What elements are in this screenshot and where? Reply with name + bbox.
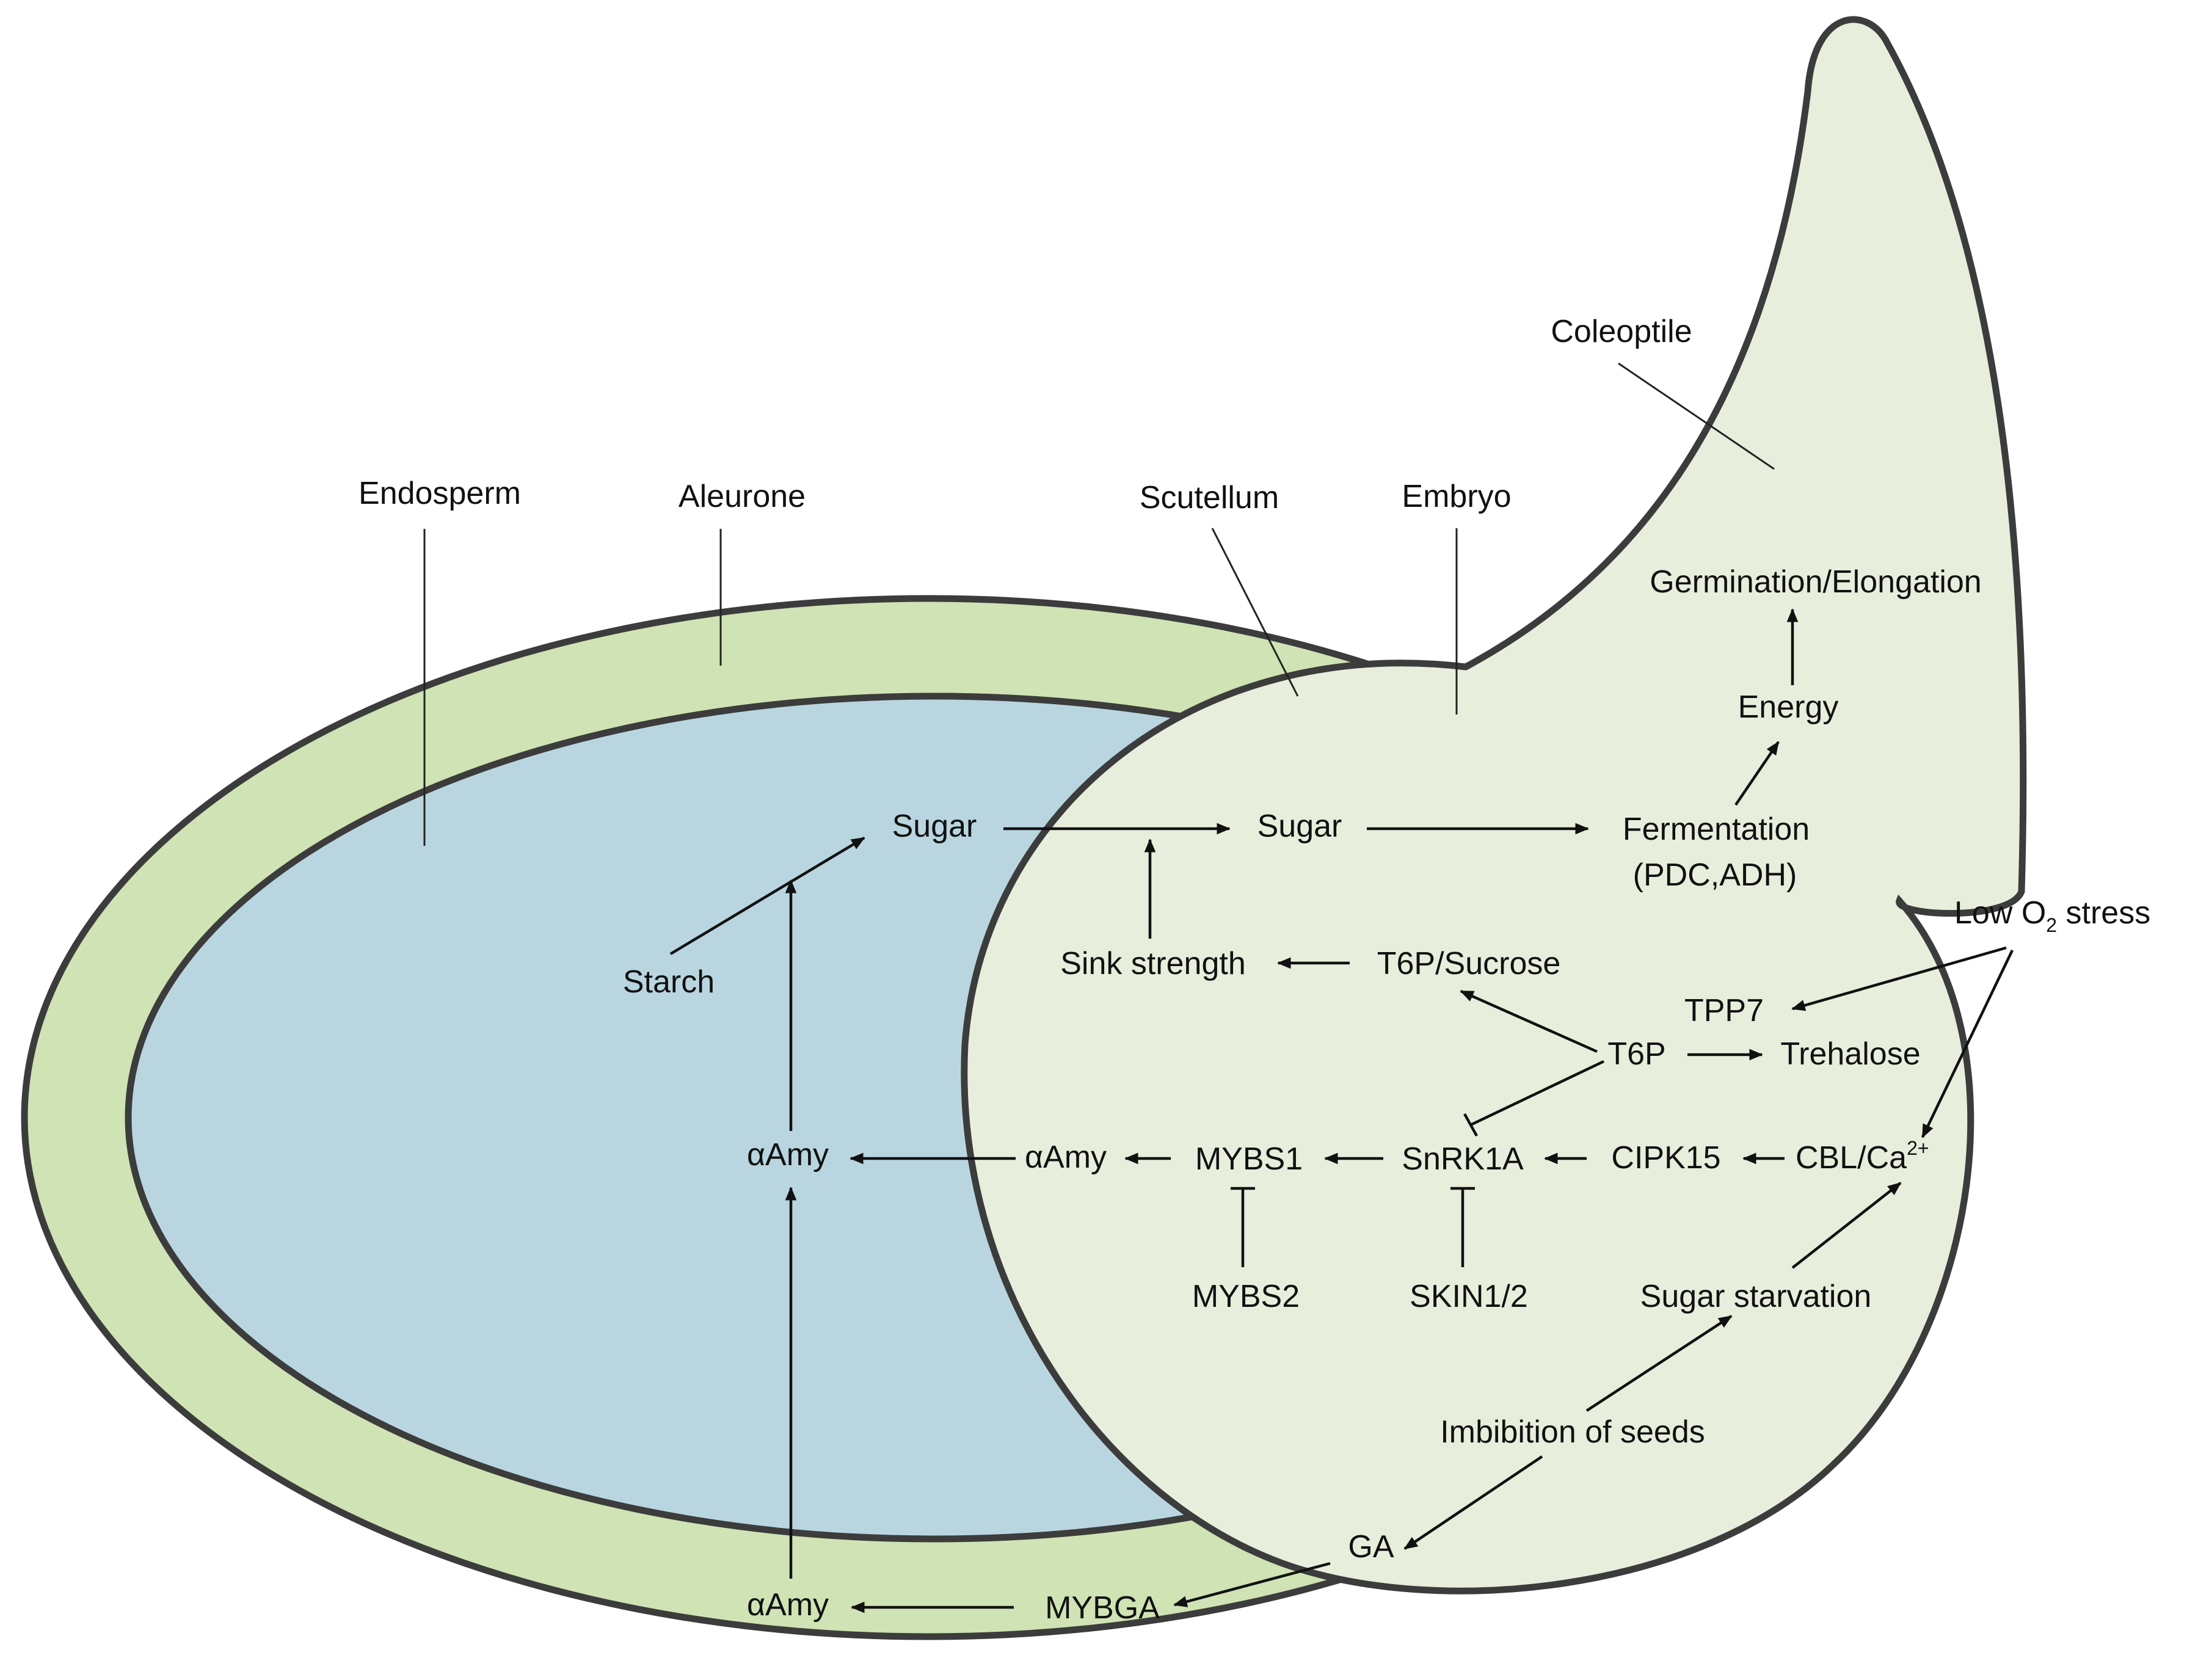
mybga-node: MYBGA — [1045, 1590, 1160, 1626]
inhibit-mybs2-mybs1 — [1231, 1187, 1255, 1267]
embryo-region — [961, 16, 2027, 1595]
sugar-starvation-node: Sugar starvation — [1640, 1279, 1872, 1314]
skin-node: SKIN1/2 — [1410, 1279, 1528, 1314]
inhibition-links — [1231, 1060, 1604, 1267]
fermentation-enzymes-node: (PDC,ADH) — [1633, 857, 1797, 893]
mybs2-node: MYBS2 — [1192, 1279, 1300, 1314]
arrow-starch-to-sugar — [669, 837, 865, 955]
inhibit-t6p-snrk1a — [1463, 1060, 1604, 1137]
ga-node: GA — [1348, 1529, 1394, 1565]
arrow-fermentation-to-energy — [1734, 741, 1780, 806]
region-labels: Endosperm Aleurone Scutellum Embryo Cole… — [358, 314, 1775, 846]
amy-endosperm-node: αAmy — [747, 1137, 829, 1173]
imbibition-node: Imbibition of seeds — [1440, 1414, 1705, 1450]
arrow-starvation-to-cbl — [1791, 1182, 1902, 1269]
snrk1a-node: SnRK1A — [1402, 1141, 1524, 1177]
energy-node: Energy — [1738, 689, 1839, 725]
low-o2-stress-node: Low O2 stress — [1954, 895, 2150, 936]
coleoptile-leader — [1618, 362, 1775, 470]
arrow-imbibition-to-ga — [1403, 1455, 1543, 1550]
trehalose-node: Trehalose — [1780, 1036, 1920, 1072]
amy-aleurone-node: αAmy — [747, 1587, 829, 1623]
starch-node: Starch — [623, 964, 715, 1000]
pathway-arrows — [669, 608, 2014, 1613]
endosperm-label: Endosperm — [358, 476, 521, 511]
embryo-label: Embryo — [1402, 479, 1511, 514]
coleoptile-label: Coleoptile — [1551, 314, 1692, 349]
sink-strength-node: Sink strength — [1060, 946, 1246, 981]
scutellum-label: Scutellum — [1140, 480, 1279, 515]
arrow-t6p-to-t6psucrose — [1460, 989, 1598, 1053]
low-o2-prefix: Low O — [1954, 895, 2046, 931]
cbl-ca-superscript: 2+ — [1907, 1137, 1929, 1159]
sugar-embryo-node: Sugar — [1257, 809, 1342, 844]
arrow-ga-to-mybga — [1173, 1562, 1331, 1607]
cbl-ca-text: CBL/Ca — [1796, 1140, 1907, 1176]
aleurone-label: Aleurone — [679, 479, 806, 514]
tpp7-node: TPP7 — [1684, 993, 1764, 1028]
fermentation-node: Fermentation — [1623, 812, 1810, 847]
arrow-imbibition-to-starvation — [1585, 1315, 1733, 1412]
germination-node: Germination/Elongation — [1650, 564, 1981, 600]
sugar-endosperm-node: Sugar — [892, 809, 977, 844]
amy-scutellum-node: αAmy — [1025, 1140, 1107, 1175]
pathway-nodes: Starch Sugar Sugar Fermentation (PDC,ADH… — [623, 564, 2150, 1626]
mybs1-node: MYBS1 — [1195, 1141, 1303, 1177]
arrow-lowo2-to-cbl — [1921, 950, 2014, 1138]
cipk15-node: CIPK15 — [1611, 1140, 1720, 1176]
low-o2-suffix: stress — [2057, 895, 2150, 931]
scutellum-leader — [1211, 528, 1299, 697]
low-o2-subscript: 2 — [2046, 914, 2057, 936]
cbl-ca-node: CBL/Ca2+ — [1796, 1137, 1929, 1176]
inhibit-skin-snrk1a — [1450, 1187, 1475, 1267]
t6p-sucrose-node: T6P/Sucrose — [1377, 946, 1561, 981]
t6p-node: T6P — [1607, 1036, 1665, 1072]
arrow-lowo2-to-tpp7 — [1791, 946, 2007, 1011]
